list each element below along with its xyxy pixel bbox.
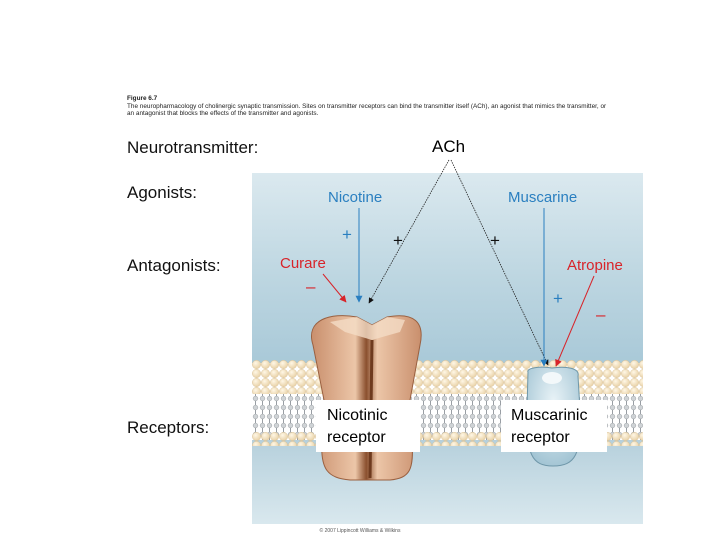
ach-muscarinic-plus: + [490, 231, 500, 250]
atropine-label: Atropine [567, 257, 623, 274]
muscarinic-label-line2: receptor [511, 429, 570, 446]
copyright-credit: © 2007 Lippincott Williams & Wilkins [319, 528, 401, 534]
nicotinic-label-box [316, 400, 420, 452]
atropine-arrow [555, 275, 595, 367]
muscarine-plus: + [553, 289, 563, 308]
row-label-neurotransmitter: Neurotransmitter: [127, 138, 259, 157]
curare-minus: – [306, 277, 316, 296]
nicotinic-receptor-shape [311, 315, 422, 481]
muscarine-label: Muscarine [508, 189, 577, 206]
ach-nicotinic-plus: + [393, 231, 403, 250]
ach-arrow-muscarinic [450, 159, 549, 366]
row-label-receptors: Receptors: [127, 418, 210, 437]
row-label-antagonists: Antagonists: [127, 256, 221, 275]
curare-arrow [322, 273, 347, 303]
nicotine-label: Nicotine [328, 189, 382, 206]
muscarinic-label-box [501, 400, 607, 452]
nicotine-plus: + [342, 225, 352, 244]
nicotinic-label-line2: receptor [327, 429, 386, 446]
curare-label: Curare [280, 255, 326, 272]
ach-label: ACh [432, 137, 465, 156]
figure-caption: Figure 6.7 The neuropharmacology of chol… [127, 95, 607, 118]
row-label-agonists: Agonists: [127, 183, 197, 202]
intracellular-space [252, 440, 643, 524]
figure-caption-text: The neuropharmacology of cholinergic syn… [127, 102, 607, 118]
muscarinic-label-line1: Muscarinic [511, 407, 587, 424]
atropine-minus: – [596, 305, 606, 324]
figure-number: Figure 6.7 [127, 95, 158, 102]
nicotinic-label-line1: Nicotinic [327, 407, 387, 424]
